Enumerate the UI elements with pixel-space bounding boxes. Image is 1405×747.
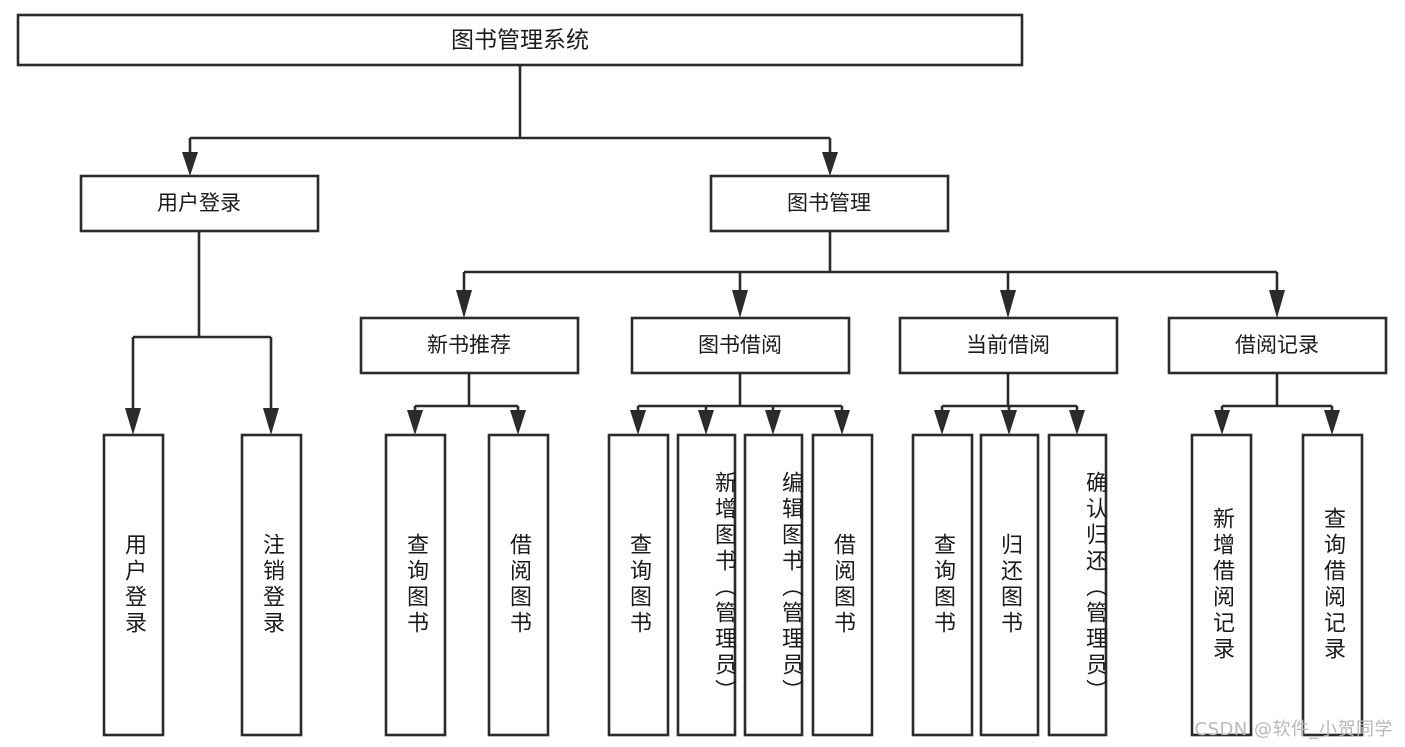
connectors-group — [125, 65, 1340, 435]
node-current-borrow[interactable]: 当前借阅 — [898, 316, 1119, 375]
arrowhead-leaf-query-book-2 — [630, 410, 646, 435]
leaf-box-query-book-3[interactable] — [911, 433, 974, 737]
node-root-box[interactable] — [16, 13, 1024, 67]
arrowhead-current-borrow — [1000, 290, 1016, 318]
leaf-box-confirm-return[interactable] — [1047, 433, 1108, 737]
arrowhead-leaf-borrow-book-2 — [834, 410, 850, 435]
arrowhead-leaf-add-book — [698, 410, 714, 435]
leaf-box-user-login[interactable] — [102, 433, 165, 737]
csdn-watermark: CSDN @软件_小贺同学 — [1194, 719, 1393, 740]
arrowhead-leaf-query-record — [1324, 410, 1340, 435]
node-root-label: 图书管理系统 — [451, 28, 589, 54]
node-current-borrow-label: 当前借阅 — [966, 333, 1050, 357]
node-borrow-record-label: 借阅记录 — [1235, 333, 1319, 357]
node-book-manage-box[interactable] — [709, 174, 950, 233]
arrowhead-borrow-record — [1269, 290, 1285, 318]
leaf-box-borrow-book-1[interactable] — [487, 433, 550, 737]
leaf-box-add-record[interactable] — [1190, 433, 1253, 737]
node-user-login[interactable]: 用户登录 — [79, 174, 320, 233]
node-new-book-recommend-box[interactable] — [359, 316, 580, 375]
arrowhead-book-manage — [822, 152, 838, 176]
arrowhead-new-book-recommend — [456, 290, 472, 318]
node-new-book-recommend[interactable]: 新书推荐 — [359, 316, 580, 375]
arrowhead-user-login — [182, 152, 198, 176]
node-new-book-recommend-label: 新书推荐 — [427, 333, 511, 357]
arrowhead-leaf-add-record — [1214, 410, 1230, 435]
leaf-box-add-book[interactable] — [676, 433, 737, 737]
leaf-box-query-book-1[interactable] — [384, 433, 447, 737]
arrowhead-leaf-user-logout — [263, 408, 279, 435]
arrowhead-leaf-query-book-3 — [934, 410, 950, 435]
node-book-borrow-label: 图书借阅 — [698, 333, 782, 357]
arrowhead-leaf-confirm-return — [1069, 410, 1085, 435]
node-user-login-box[interactable] — [79, 174, 320, 233]
arrowhead-book-borrow — [732, 290, 748, 318]
node-book-borrow[interactable]: 图书借阅 — [630, 316, 851, 375]
arrowhead-leaf-borrow-book-1 — [510, 410, 526, 435]
node-root[interactable]: 图书管理系统 — [16, 13, 1024, 67]
node-book-manage-label: 图书管理 — [787, 191, 871, 215]
node-current-borrow-box[interactable] — [898, 316, 1119, 375]
arrowhead-leaf-edit-book — [765, 410, 781, 435]
arrowhead-leaf-query-book-1 — [407, 410, 423, 435]
leaf-box-borrow-book-2[interactable] — [811, 433, 874, 737]
node-book-manage[interactable]: 图书管理 — [709, 174, 950, 233]
node-borrow-record-box[interactable] — [1167, 316, 1388, 375]
arrowhead-leaf-return-book — [1001, 410, 1017, 435]
arrowhead-leaf-user-login — [125, 408, 141, 435]
node-borrow-record[interactable]: 借阅记录 — [1167, 316, 1388, 375]
leaf-box-return-book[interactable] — [979, 433, 1040, 737]
leaf-box-query-record[interactable] — [1301, 433, 1364, 737]
leaf-box-user-logout[interactable] — [240, 433, 303, 737]
leaf-box-query-book-2[interactable] — [607, 433, 670, 737]
node-user-login-label: 用户登录 — [157, 191, 241, 215]
leaf-box-edit-book[interactable] — [743, 433, 804, 737]
node-book-borrow-box[interactable] — [630, 316, 851, 375]
